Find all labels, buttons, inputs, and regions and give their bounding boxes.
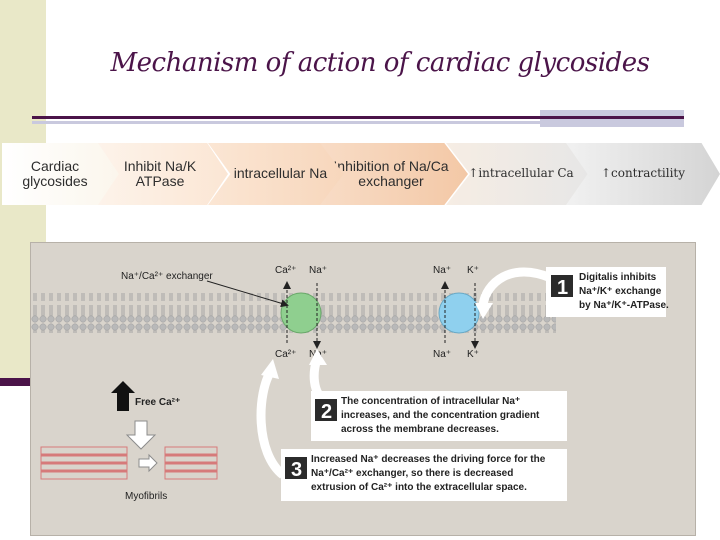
exchanger-label: Na⁺/Ca²⁺ exchanger	[121, 271, 213, 282]
ion-label-ca-top: Ca²⁺	[275, 265, 296, 276]
flow-step-intracellular-ca: ↑intracellular Ca	[446, 143, 596, 205]
side-band-accent	[0, 378, 30, 386]
free-ca-label: Free Ca²⁺	[135, 397, 180, 408]
myofibril-relaxed	[40, 446, 128, 480]
myofibrils-label: Myofibrils	[125, 491, 167, 502]
exchanger-protein	[280, 292, 322, 334]
flow-step-intracellular-na: ↑ intracellular Na	[208, 143, 348, 205]
step1-curved-arrow	[478, 267, 553, 306]
step2-line1: The concentration of intracellular Na⁺	[341, 396, 520, 407]
step1-line1: Digitalis inhibits	[579, 272, 657, 283]
step3-line2: Na⁺/Ca²⁺ exchanger, so there is decrease…	[311, 468, 513, 479]
na-k-pump-protein	[438, 292, 480, 334]
step3-badge	[285, 457, 307, 479]
flow-step-label: Cardiac glycosides	[22, 157, 88, 189]
flow-step-contractility: ↑contractility	[566, 143, 720, 205]
step1-line3: by Na⁺/K⁺-ATPase.	[579, 300, 669, 311]
step1-number: 1	[557, 277, 568, 299]
title-rule	[32, 116, 684, 119]
step3-curved-arrow	[256, 368, 287, 479]
flow-step-label: ↑ intracellular Na	[222, 165, 328, 182]
step1-arrow-head	[475, 303, 493, 319]
step3-arrow-head	[261, 359, 279, 379]
flow-step-label: Inhibit Na/K ATPase	[123, 157, 197, 189]
flow-step-label: ↑intracellular Ca	[468, 166, 574, 181]
mechanism-figure: Na⁺/Ca²⁺ exchanger Ca²⁺ Na⁺ Na⁺ K⁺ Ca²⁺ …	[30, 242, 696, 536]
ion-label-na-top: Na⁺	[309, 265, 327, 276]
free-ca-up-arrow	[111, 381, 135, 411]
step3-number: 3	[291, 459, 302, 481]
slide-title: Mechanism of action of cardiac glycoside…	[110, 48, 650, 78]
ca-to-myofibril-arrow	[125, 420, 157, 450]
step1-badge	[551, 275, 573, 297]
ion-label-ca-bottom: Ca²⁺	[275, 349, 296, 360]
step2-arrow-head	[309, 349, 327, 365]
step2-line3: across the membrane decreases.	[341, 424, 499, 435]
contraction-arrow	[138, 453, 158, 473]
exchanger-pointer	[206, 280, 289, 308]
step1-line2: Na⁺/K⁺ exchange	[579, 286, 662, 297]
flow-step-inhibit-exchanger: Inhibition of Na/Ca exchanger	[320, 143, 468, 205]
step3-line3: extrusion of Ca²⁺ into the extracellular…	[311, 482, 527, 493]
flow-step-cardiac-glycosides: Cardiac glycosides	[2, 143, 120, 205]
step2-box	[311, 391, 567, 441]
flow-step-inhibit-atpase: Inhibit Na/K ATPase	[98, 143, 228, 205]
step3-line1: Increased Na⁺ decreases the driving forc…	[311, 454, 546, 465]
step2-badge	[315, 399, 337, 421]
ion-label-na-bottom-pump: Na⁺	[433, 349, 451, 360]
ion-label-k-bottom: K⁺	[467, 349, 479, 360]
mechanism-diagram: Na⁺/Ca²⁺ exchanger Ca²⁺ Na⁺ Na⁺ K⁺ Ca²⁺ …	[31, 265, 669, 502]
title-rule-light	[32, 121, 540, 124]
ion-label-k-top: K⁺	[467, 265, 479, 276]
ion-label-na-top-pump: Na⁺	[433, 265, 451, 276]
myofibril-contracted	[164, 446, 218, 480]
step2-number: 2	[321, 401, 332, 423]
step2-line2: increases, and the concentration gradien…	[341, 410, 540, 421]
step3-box	[281, 449, 567, 501]
flow-step-label: Inhibition of Na/Ca exchanger	[333, 157, 449, 189]
flow-step-label: ↑contractility	[600, 166, 686, 181]
